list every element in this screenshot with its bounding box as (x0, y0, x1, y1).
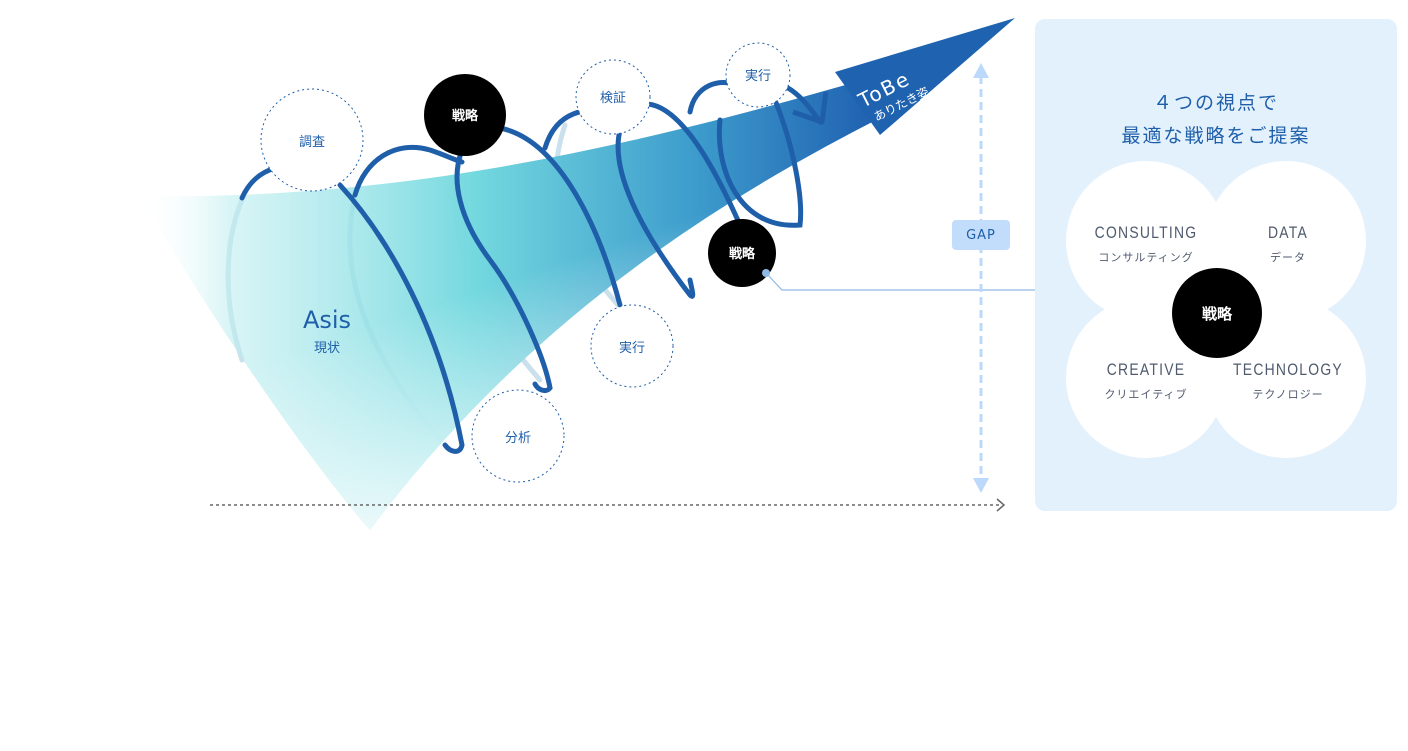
svg-text:分析: 分析 (505, 431, 531, 446)
gap-arrow-down-icon (973, 478, 989, 493)
asis-title: Asis (303, 306, 351, 334)
gap-arrow-up-icon (973, 63, 989, 78)
panel-title: ４つの視点で 最適な戦略をご提案 (1035, 87, 1397, 153)
step-node-research: 調査 (260, 88, 364, 192)
svg-text:戦略: 戦略 (452, 108, 479, 124)
svg-text:検証: 検証 (600, 91, 626, 106)
gap-badge: GAP (952, 220, 1010, 250)
view-creative: CREATIVE クリエイティブ (1104, 360, 1188, 401)
step-node-execution-1: 実行 (590, 304, 674, 388)
svg-text:戦略: 戦略 (729, 246, 756, 262)
svg-text:実行: 実行 (619, 340, 645, 356)
svg-text:実行: 実行 (745, 68, 771, 84)
time-axis-arrow-icon (996, 498, 1006, 512)
asis-subtitle: 現状 (314, 341, 340, 356)
center-strategy-node: 戦略 (1172, 268, 1262, 358)
connector-line (765, 272, 1035, 291)
panel-title-line-2: 最適な戦略をご提案 (1121, 125, 1311, 147)
step-node-analysis: 分析 (471, 389, 565, 483)
step-node-execution-2: 実行 (725, 42, 791, 108)
panel-title-line-1: ４つの視点で (1152, 92, 1279, 114)
step-node-verification: 検証 (575, 59, 651, 135)
view-technology: TECHNOLOGY テクノロジー (1233, 360, 1343, 401)
svg-text:調査: 調査 (299, 135, 325, 150)
view-data: DATA データ (1267, 223, 1309, 264)
cone-fade-overlay (140, 78, 880, 530)
key-node-strategy-1: 戦略 (424, 74, 506, 156)
key-node-strategy-2: 戦略 (708, 219, 776, 287)
spiral-arrowhead-icon (792, 91, 829, 125)
view-consulting: CONSULTING コンサルティング (1094, 223, 1198, 264)
connector-dot (762, 269, 770, 277)
tobe-arrowhead (835, 18, 1015, 135)
